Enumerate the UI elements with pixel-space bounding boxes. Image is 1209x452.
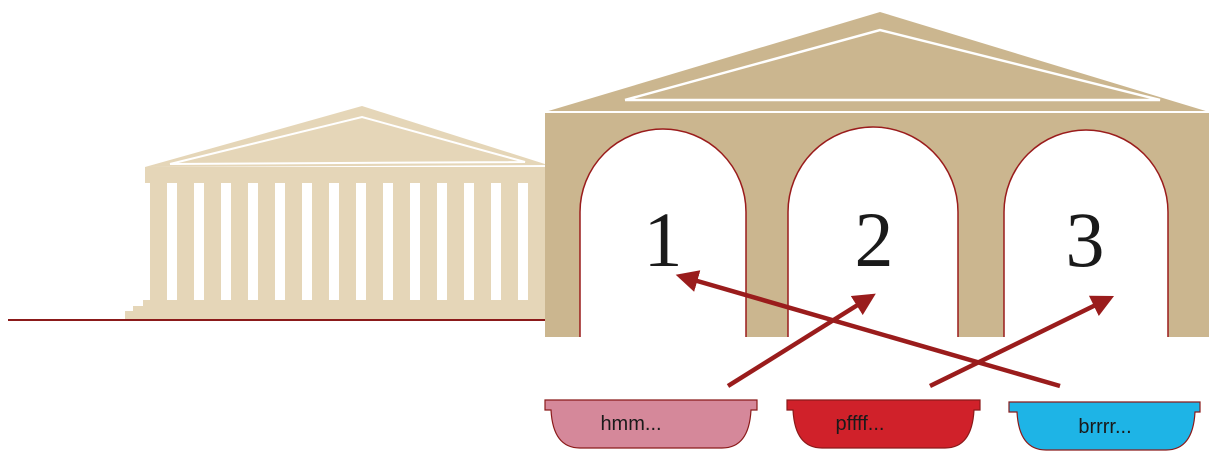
bowl-3: brrrr... — [1009, 402, 1200, 450]
big-temple — [545, 12, 1209, 337]
bowl-2-label: pffff... — [836, 413, 885, 435]
bowl-2: pffff... — [787, 400, 980, 448]
big-temple-pediment — [545, 12, 1209, 112]
bowl-1-label: hmm... — [600, 413, 661, 435]
bowl-1: hmm... — [545, 400, 757, 448]
arch-number-1: 1 — [644, 196, 683, 283]
small-temple-step-2 — [125, 311, 548, 319]
bowl-3-label: brrrr... — [1078, 416, 1131, 438]
small-temple-pediment — [145, 106, 548, 167]
small-temple-entablature — [145, 167, 548, 183]
small-temple — [125, 106, 548, 319]
small-temple-colonnade — [150, 183, 545, 302]
arch-number-2: 2 — [855, 196, 894, 283]
arrows — [680, 276, 1110, 386]
arch-number-3: 3 — [1066, 196, 1105, 283]
